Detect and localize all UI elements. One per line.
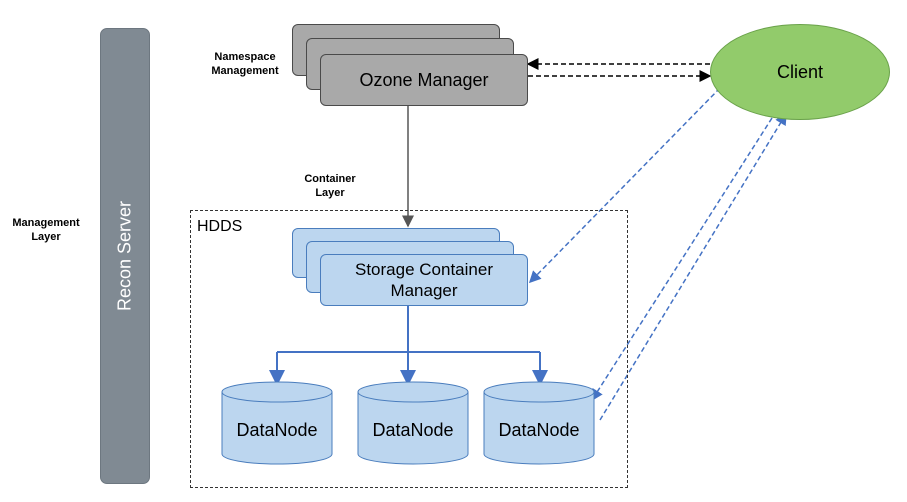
ozone-manager-box: Ozone Manager bbox=[320, 54, 528, 106]
client-to-scm-arrow bbox=[528, 87, 721, 284]
recon-server-box: Recon Server bbox=[100, 28, 150, 484]
ozone-manager-label: Ozone Manager bbox=[359, 69, 489, 90]
datanode-label-3: DataNode bbox=[498, 420, 580, 440]
namespace-management-label: Namespace Management bbox=[211, 51, 279, 77]
storage-container-manager-label: Storage Container Manager bbox=[355, 260, 493, 300]
storage-container-manager-box: Storage Container Manager bbox=[320, 254, 528, 306]
datanode-cylinder-1 bbox=[221, 381, 333, 465]
hdds-label: HDDS bbox=[197, 218, 243, 235]
management-layer-label: Management Layer bbox=[12, 217, 80, 243]
client-node: Client bbox=[710, 24, 890, 120]
datanode-to-client-arrow bbox=[599, 112, 787, 421]
recon-server-label: Recon Server bbox=[114, 200, 135, 312]
datanode-cylinder-3 bbox=[483, 381, 595, 465]
client-label: Client bbox=[776, 61, 824, 82]
datanode-label-1: DataNode bbox=[236, 420, 318, 440]
datanode-cylinder-2 bbox=[357, 381, 469, 465]
hdds-boundary bbox=[190, 210, 628, 488]
datanode-label-2: DataNode bbox=[372, 420, 454, 440]
container-layer-label: Container Layer bbox=[304, 173, 356, 199]
